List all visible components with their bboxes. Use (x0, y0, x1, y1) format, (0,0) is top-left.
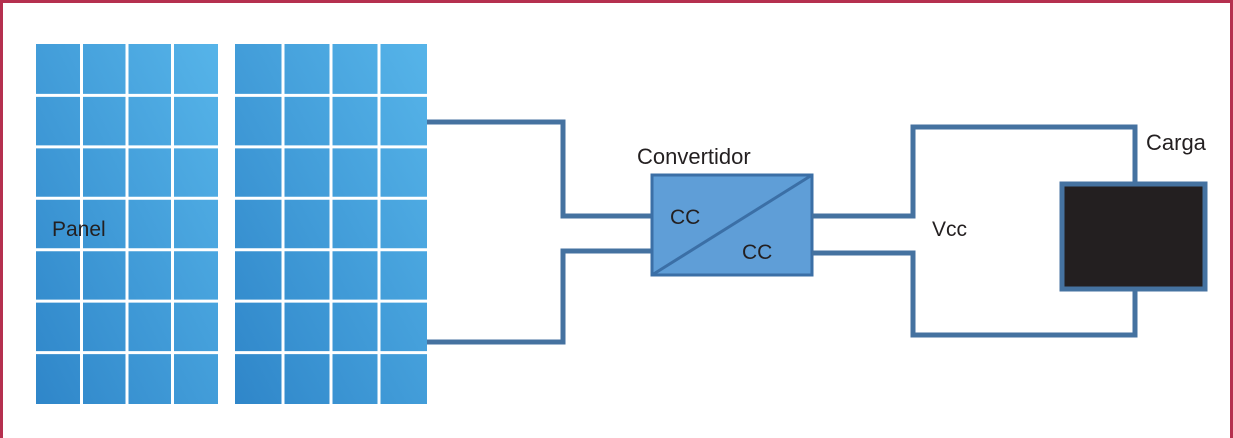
solar-panel-left (36, 44, 218, 404)
converter-input-label: CC (670, 206, 700, 229)
converter-output-label: CC (742, 241, 772, 264)
converter-diagonal (651, 173, 813, 277)
wire-panel-to-converter-top (427, 119, 652, 219)
load-label: Carga (1146, 130, 1207, 155)
solar-panel-right (235, 44, 427, 404)
panel-label: Panel (52, 218, 106, 241)
converter-label: Convertidor (637, 144, 751, 169)
wire-converter-to-load-top (812, 124, 1138, 219)
wire-panel-to-converter-bottom (427, 248, 652, 345)
wire-converter-to-load-bottom (812, 250, 1138, 338)
voltage-label: Vcc (932, 218, 967, 241)
load-block (1059, 181, 1208, 292)
